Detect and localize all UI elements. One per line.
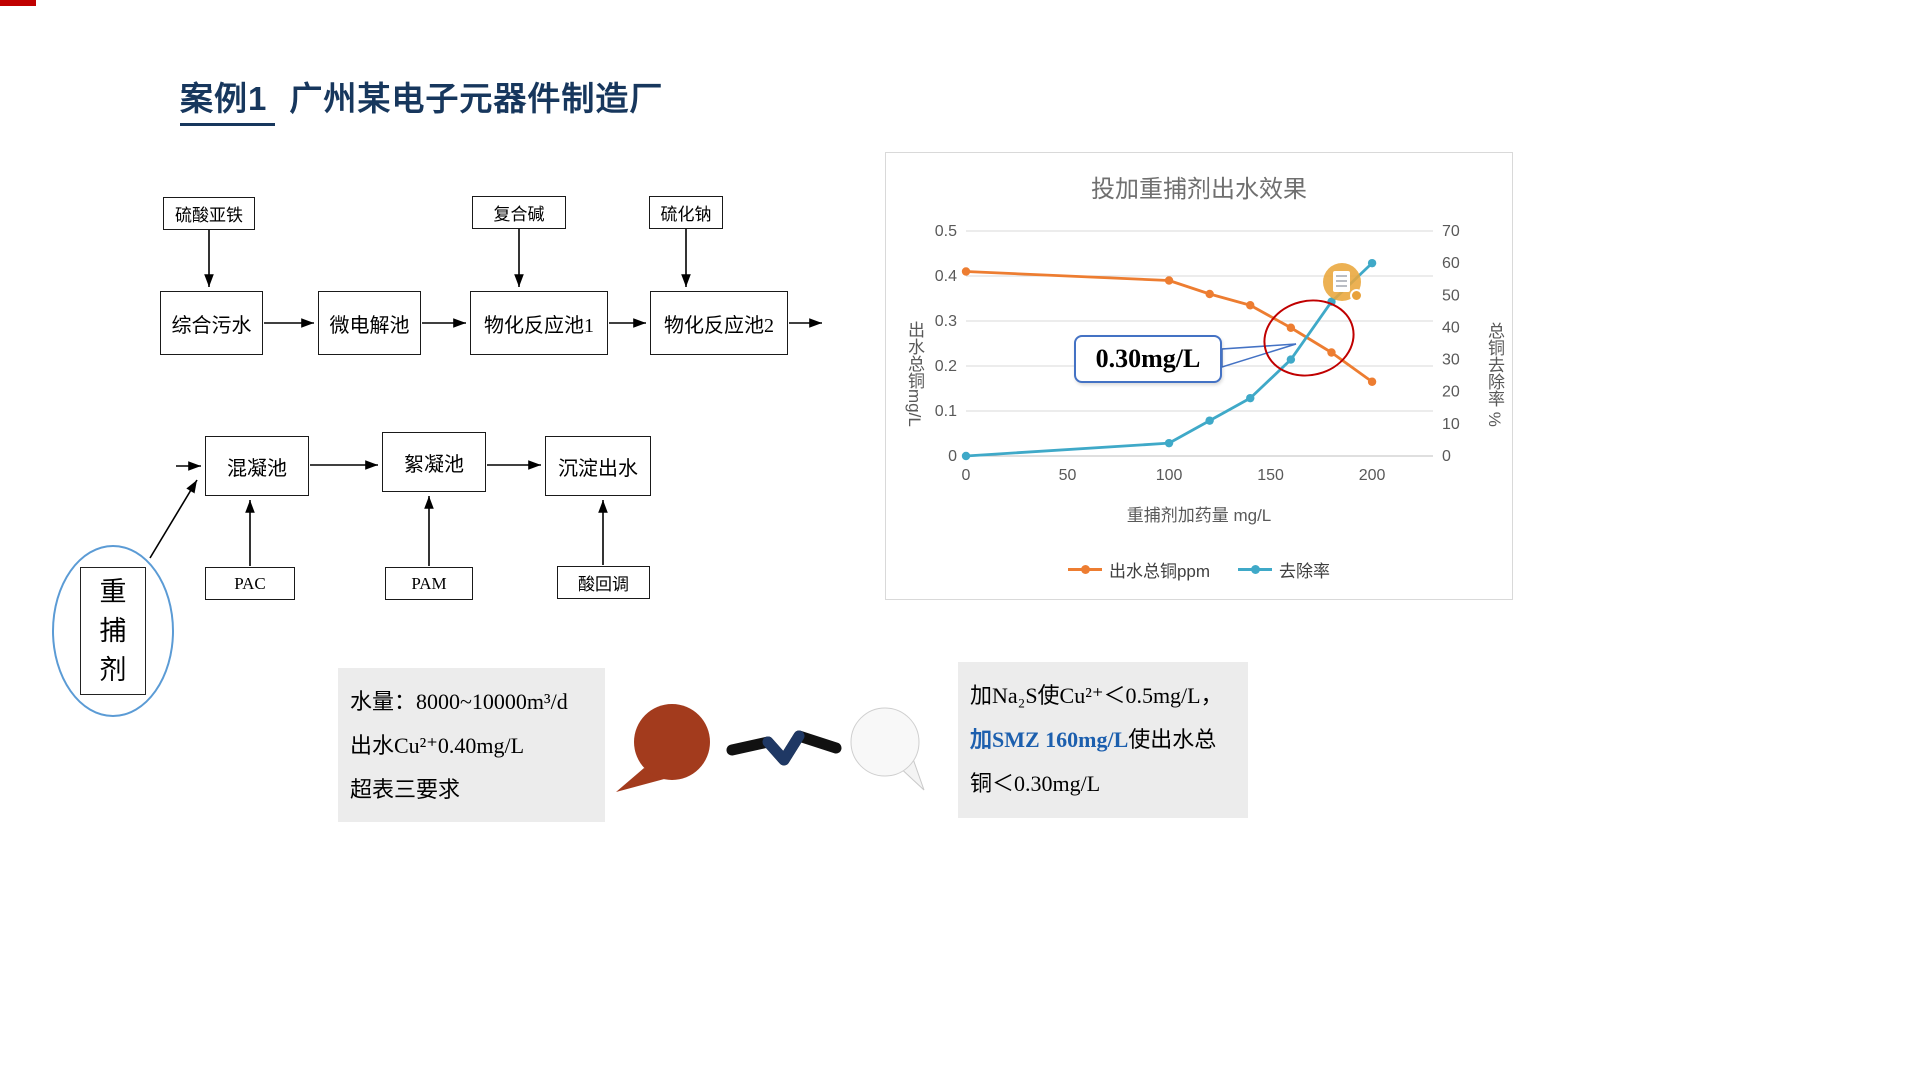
note-line-copper-target: 铜＜0.30mg/L [970,771,1101,796]
y-left-tick-label: 0.3 [935,313,957,330]
y-left-tick-label: 0 [948,448,957,465]
note-line-smz: 加SMZ 160mg/L使出水总 [970,718,1236,762]
y-left-tick-label: 0.2 [935,358,957,375]
series-marker [1286,355,1296,364]
series-marker [1205,416,1214,425]
series-marker [1367,377,1377,386]
y-right-tick-label: 20 [1442,384,1460,401]
flow-box-acid-adjust: 酸回调 [557,566,650,599]
comment-indicator-icon[interactable] [1323,263,1363,302]
series-marker [1246,393,1255,403]
flow-box-sodium-sulfide: 硫化钠 [649,196,723,229]
series-marker [961,451,971,461]
legend-item: 出水总铜ppm [1067,557,1211,582]
legend-swatch-icon [1067,563,1102,576]
callout-label: 0.30mg/L [1074,335,1222,383]
series-marker [1205,289,1214,299]
series-marker [1246,301,1255,310]
x-tick-label: 200 [1359,467,1386,484]
chart-panel: 投加重捕剂出水效果 0 0.1 0.2 0.3 0.4 0.5 0 10 20 30 40 50 60 7… [885,152,1513,600]
chart-generated: 0 0.1 0.2 0.3 0.4 0.5 0 10 20 30 40 50 60 70 0 50 100 150… [935,223,1460,484]
chart-legend: 出水总铜ppm 去除率 [886,557,1512,582]
x-tick-label: 100 [1156,467,1183,484]
flow-box-combined-wastewater: 综合污水 [160,291,263,355]
smz-rest: 使出水总 [1128,727,1217,752]
y-right-tick-label: 40 [1442,319,1460,336]
flow-box-reaction-tank-1: 物化反应池1 [470,291,608,355]
flow-box-reaction-tank-2: 物化反应池2 [650,291,788,355]
decorative-shapes [616,704,925,792]
series-marker [1164,438,1174,448]
series-marker [961,267,971,276]
zigzag-connector [726,730,842,766]
x-tick-label: 50 [1059,467,1077,484]
chart-title: 投加重捕剂出水效果 [1091,176,1307,203]
comment-badge-icon [1350,289,1363,302]
x-tick-label: 0 [962,467,971,484]
y-left-tick-label: 0.5 [935,223,957,240]
y-right-tick-label: 50 [1442,287,1460,304]
highlight-circle [1263,299,1355,377]
flow-box-pam: PAM [385,567,473,600]
slide-accent-bar [0,0,36,6]
white-balloon-shape [850,707,925,791]
y-right-tick-label: 30 [1442,352,1460,369]
flow-box-coagulation: 混凝池 [205,436,309,496]
y-right-tick-label: 60 [1442,255,1460,272]
note-line-water-volume: 水量：8000~10000m³/d [350,689,568,714]
y-right-tick-label: 10 [1442,416,1460,433]
series-marker [1367,258,1377,268]
y-right-tick-label: 70 [1442,223,1460,240]
right-note-box: 加Na₂S使Cu²⁺＜0.5mg/L， 加SMZ 160mg/L使出水总 铜＜0… [958,662,1248,818]
series-marker [1327,348,1336,357]
series-marker [1164,276,1174,285]
flow-box-compound-alkali: 复合碱 [472,196,566,229]
y-axis-left-title: 出水总铜mg/L [905,321,924,427]
y-right-tick-label: 0 [1442,448,1451,465]
flow-box-ferrous-sulfate: 硫酸亚铁 [163,197,255,230]
y-left-tick-label: 0.4 [935,268,957,285]
capture-agent-label: 重 捕 剂 [99,576,127,685]
note-line-exceeds-table3: 超表三要求 [350,777,461,802]
callout-pointer-icon [1221,343,1297,369]
capture-agent-ellipse: 重 捕 剂 [52,545,174,717]
capture-agent-box: 重 捕 剂 [80,567,146,695]
title-case-number: 案例1 [180,72,276,126]
legend-swatch-icon [1238,563,1273,576]
comment-doc-icon [1333,271,1350,292]
note-line-effluent-cu: 出水Cu²⁺0.40mg/L [350,733,525,758]
legend-label: 去除率 [1279,562,1331,581]
smz-highlight: 加SMZ 160mg/L [970,727,1129,752]
x-axis-title: 重捕剂加药量 mg/L [1126,506,1272,525]
legend-label: 出水总铜ppm [1108,562,1211,581]
x-tick-label: 150 [1257,467,1284,484]
series-marker [1286,323,1296,332]
left-note-box: 水量：8000~10000m³/d 出水Cu²⁺0.40mg/L 超表三要求 [338,668,605,822]
flow-box-pac: PAC [205,567,295,600]
flow-box-flocculation: 絮凝池 [382,432,486,492]
page-title: 案例1 广州某电子元器件制造厂 [180,72,663,126]
red-balloon-shape [616,704,710,792]
y-left-tick-label: 0.1 [935,403,957,420]
legend-item: 去除率 [1238,557,1330,582]
y-axis-right-title: 总铜去除率 % [1485,321,1504,427]
title-company: 广州某电子元器件制造厂 [289,80,664,117]
flow-box-sedimentation-effluent: 沉淀出水 [545,436,651,496]
flow-box-microelectrolysis: 微电解池 [318,291,421,355]
chart-plot-svg: 0 0.1 0.2 0.3 0.4 0.5 0 10 20 30 40 50 60 70 0 50 100 150… [935,223,1460,484]
note-line-na2s: 加Na₂S使Cu²⁺＜0.5mg/L， [970,683,1223,708]
